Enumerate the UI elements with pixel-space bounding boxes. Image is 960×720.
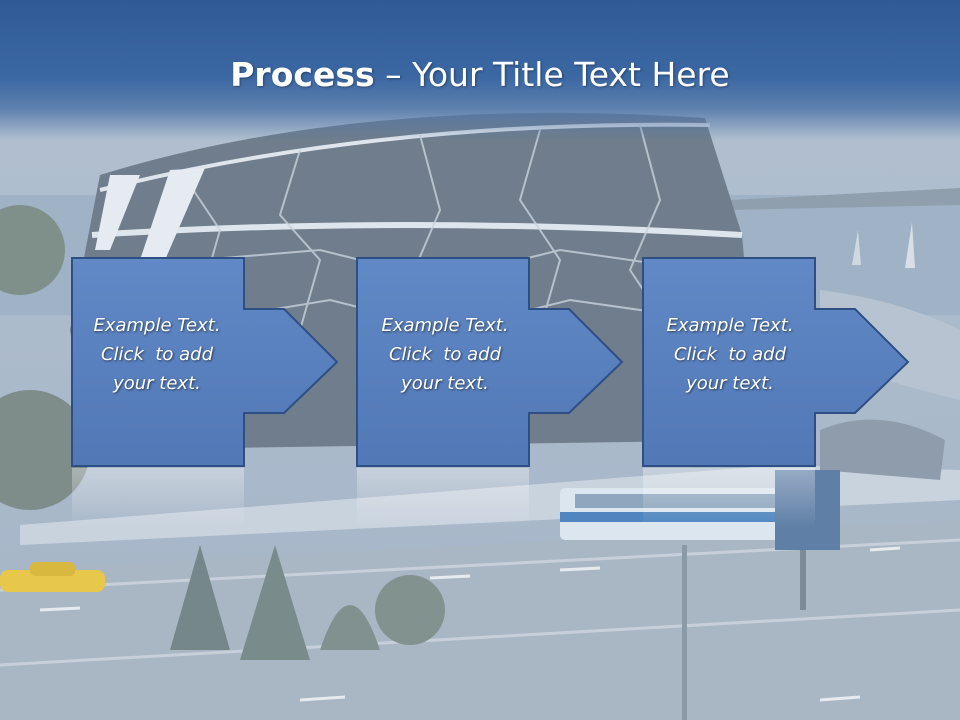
step-2-line-2: Click to add: [388, 344, 501, 365]
title-band: [0, 0, 960, 140]
process-step-3: [642, 257, 910, 467]
taxi: [0, 570, 105, 592]
step-1-text[interactable]: Example Text. Click to add your text.: [72, 311, 242, 398]
step-2-line-1: Example Text.: [381, 315, 509, 336]
step-3-line-3: your text.: [686, 373, 774, 394]
step-3-text[interactable]: Example Text. Click to add your text.: [645, 311, 815, 398]
process-step-1: [71, 257, 339, 467]
step-1-line-3: your text.: [113, 373, 201, 394]
step-1-line-2: Click to add: [100, 344, 213, 365]
step-1-line-1: Example Text.: [93, 315, 221, 336]
title-rest: – Your Title Text Here: [374, 55, 730, 94]
process-step-2: [356, 257, 624, 467]
step-2-text[interactable]: Example Text. Click to add your text.: [360, 311, 530, 398]
step-2-line-3: your text.: [401, 373, 489, 394]
step-3-line-2: Click to add: [673, 344, 786, 365]
slide-title[interactable]: Process – Your Title Text Here: [0, 52, 960, 98]
step-3-line-1: Example Text.: [666, 315, 794, 336]
title-bold: Process: [230, 55, 375, 94]
